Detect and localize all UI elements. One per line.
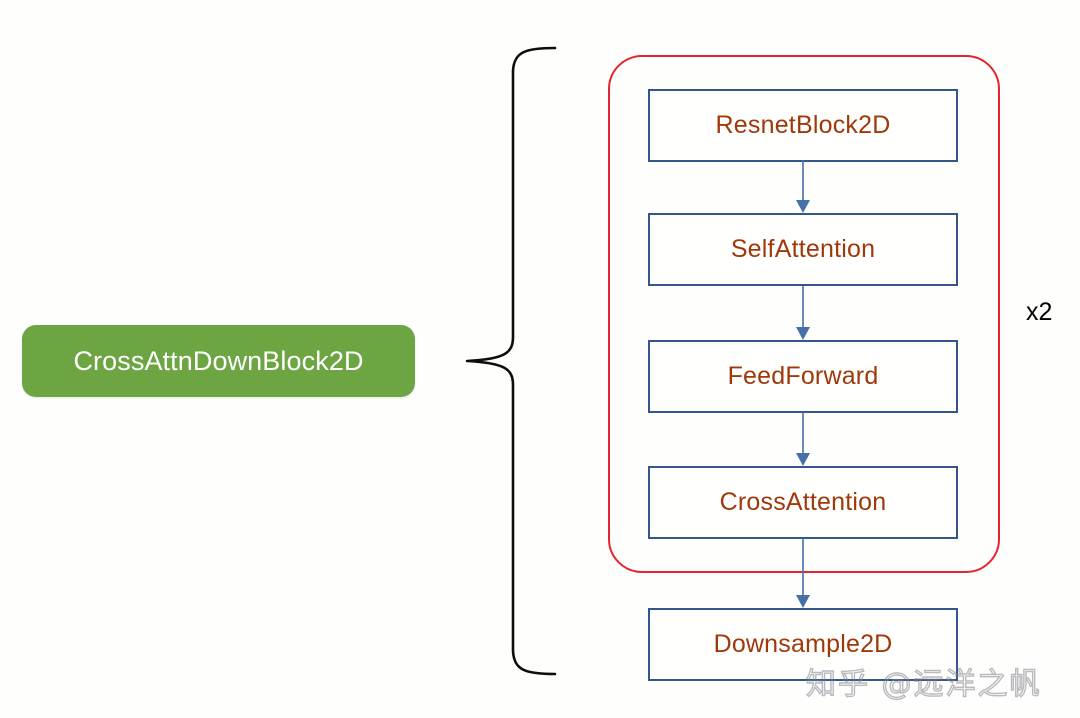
arrow-crossattention-to-downsample2d-icon [796, 538, 810, 608]
node-resnetblock2d[interactable]: ResnetBlock2D [648, 89, 958, 162]
arrow-feedforward-to-crossattention-icon [796, 412, 810, 466]
left-curly-brace-icon [465, 46, 557, 676]
arrow-resnetblock2d-to-selfattention-icon [796, 160, 810, 213]
repeat-group-outline [608, 55, 1000, 573]
node-feedforward[interactable]: FeedForward [648, 340, 958, 413]
node-label: Downsample2D [713, 630, 893, 658]
summary-block-label: CrossAttnDownBlock2D [73, 345, 364, 376]
node-label: CrossAttention [719, 488, 887, 516]
summary-block-crossattndownblock2d[interactable]: CrossAttnDownBlock2D [22, 325, 415, 397]
node-crossattention[interactable]: CrossAttention [648, 466, 958, 539]
node-label: SelfAttention [730, 235, 876, 263]
node-selfattention[interactable]: SelfAttention [648, 213, 958, 286]
repeat-count-annotation: x2 [1026, 298, 1053, 326]
node-downsample2d[interactable]: Downsample2D [648, 608, 958, 681]
arrow-selfattention-to-feedforward-icon [796, 286, 810, 340]
node-label: FeedForward [727, 362, 879, 390]
node-label: ResnetBlock2D [715, 111, 891, 139]
